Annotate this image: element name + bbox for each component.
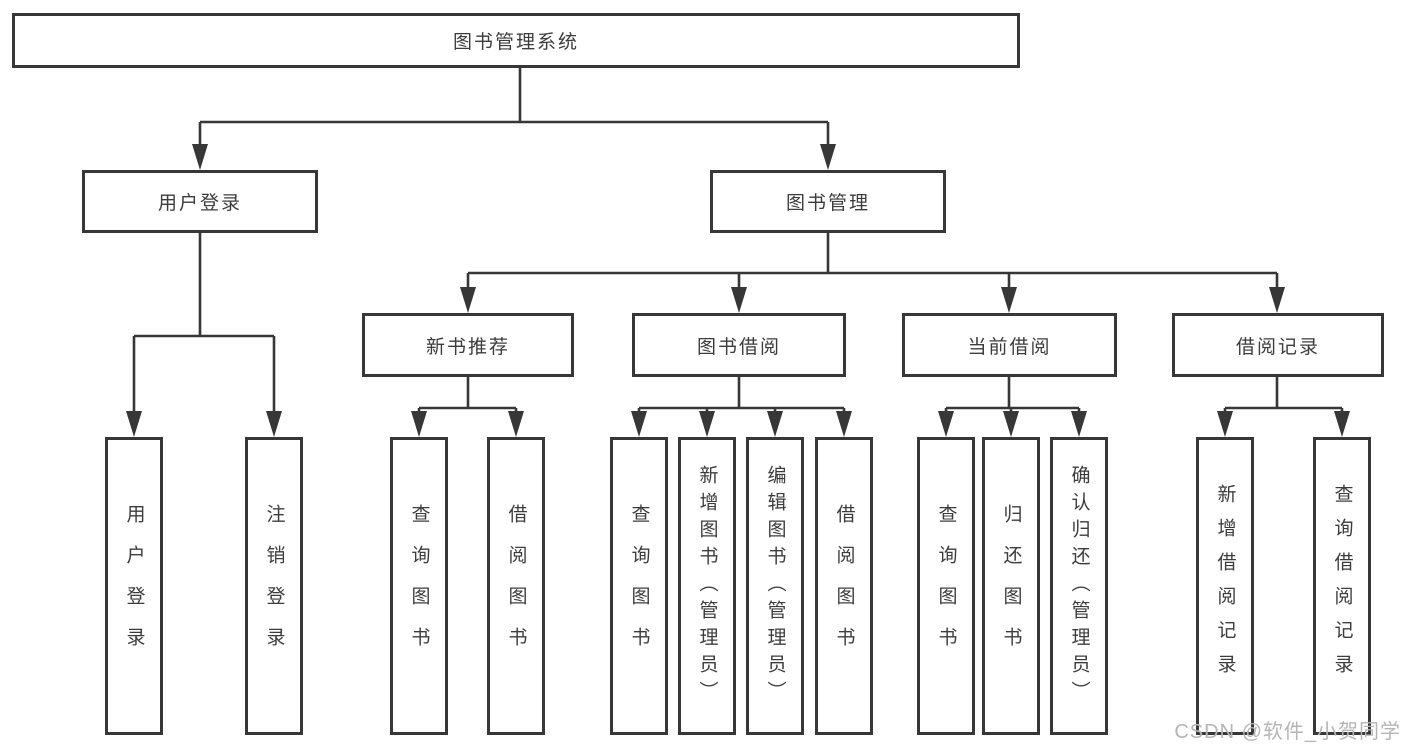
node-book-management: 图书管理 [710, 170, 946, 233]
node-borrowing-records: 借阅记录 [1172, 313, 1384, 377]
leaf-return-book: 归还图书 [982, 437, 1040, 735]
node-book-borrowing: 图书借阅 [632, 313, 846, 377]
node-label: 新增图书（管理员） [696, 464, 718, 708]
arrowhead-icon [266, 411, 282, 437]
node-label: 图书管理系统 [452, 32, 579, 53]
leaf-add-borrow-record: 新增借阅记录 [1196, 437, 1254, 735]
arrowhead-icon [1334, 411, 1350, 437]
arrowhead-icon [938, 411, 954, 437]
node-label: 查询图书 [628, 504, 650, 668]
leaf-borrow-book-recommend: 借阅图书 [487, 437, 545, 735]
node-label: 图书管理 [785, 193, 870, 214]
arrowhead-icon [699, 411, 715, 437]
node-label: 查询图书 [408, 504, 430, 668]
node-new-book-recommendation: 新书推荐 [362, 313, 574, 377]
leaf-query-book-current: 查询图书 [917, 437, 975, 735]
csdn-watermark: CSDN @软件_小贺同学 [1174, 721, 1401, 743]
node-label: 编辑图书（管理员） [764, 464, 786, 708]
node-label: 图书借阅 [696, 336, 781, 358]
arrowhead-icon [820, 144, 836, 170]
node-label: 注销登录 [263, 504, 285, 668]
node-label: 借阅图书 [833, 504, 855, 668]
leaf-confirm-return-admin: 确认归还（管理员） [1050, 437, 1108, 735]
arrowhead-icon [731, 287, 747, 313]
leaf-user-login: 用户登录 [105, 437, 163, 735]
node-label: 确认归还（管理员） [1068, 464, 1090, 708]
leaf-query-book-borrowing: 查询图书 [610, 437, 668, 735]
leaf-edit-book-admin: 编辑图书（管理员） [746, 437, 804, 735]
node-label: 新书推荐 [425, 336, 510, 358]
arrowhead-icon [1217, 411, 1233, 437]
arrowhead-icon [411, 411, 427, 437]
node-label: 查询图书 [935, 504, 957, 668]
arrowhead-icon [836, 411, 852, 437]
node-root-system: 图书管理系统 [12, 13, 1020, 68]
arrowhead-icon [192, 144, 208, 170]
leaf-query-borrow-record: 查询借阅记录 [1313, 437, 1371, 735]
arrowhead-icon [508, 411, 524, 437]
arrowhead-icon [126, 411, 142, 437]
node-label: 当前借阅 [967, 336, 1052, 358]
node-label: 新增借阅记录 [1214, 484, 1236, 688]
leaf-borrow-book-borrowing: 借阅图书 [815, 437, 873, 735]
arrowhead-icon [1001, 287, 1017, 313]
node-label: 借阅记录 [1235, 336, 1320, 358]
arrowhead-icon [1071, 411, 1087, 437]
leaf-add-book-admin: 新增图书（管理员） [678, 437, 736, 735]
arrowhead-icon [1269, 287, 1285, 313]
node-label: 查询借阅记录 [1331, 484, 1353, 688]
arrowhead-icon [1003, 411, 1019, 437]
node-label: 用户登录 [157, 193, 242, 214]
leaf-logout: 注销登录 [245, 437, 303, 735]
arrowhead-icon [460, 287, 476, 313]
node-user-login: 用户登录 [82, 170, 318, 233]
arrowhead-icon [767, 411, 783, 437]
arrowhead-icon [631, 411, 647, 437]
node-current-borrowing: 当前借阅 [902, 313, 1117, 377]
leaf-query-book-recommend: 查询图书 [390, 437, 448, 735]
node-label: 用户登录 [123, 504, 145, 668]
node-label: 借阅图书 [505, 504, 527, 668]
node-label: 归还图书 [1000, 504, 1022, 668]
